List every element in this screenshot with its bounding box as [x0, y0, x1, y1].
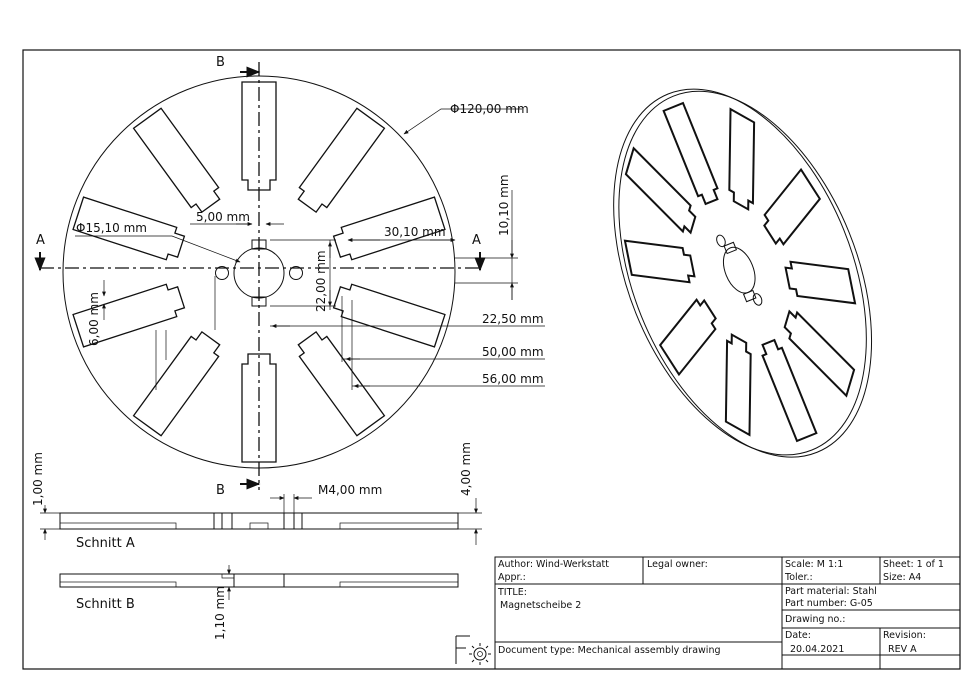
tb-part-number: Part number: G-05 [785, 598, 873, 609]
section-a-label: Schnitt A [76, 536, 135, 551]
magnet-slots [72, 81, 446, 463]
tb-drawing-no: Drawing no.: [785, 614, 845, 625]
iso-slot [664, 103, 722, 205]
iso-slot [761, 170, 820, 250]
tb-title: Magnetscheibe 2 [500, 600, 581, 611]
dim-thread: M4,00 mm [318, 483, 382, 497]
magnet-slot [297, 107, 386, 214]
dim-radius-mid: 50,00 mm [482, 345, 544, 359]
section-marker-b-bottom: B [216, 483, 225, 498]
dim-hole-diameter: Φ15,10 mm [76, 221, 147, 235]
iso-slot [729, 109, 754, 212]
magnet-slot [132, 107, 221, 214]
magnet-slot [72, 196, 186, 261]
dim-slot-gap: 5,00 mm [196, 210, 250, 224]
dim-radius-inner: 22,50 mm [482, 312, 544, 326]
iso-slot [783, 306, 854, 395]
section-b: Schnitt B 1,10 mm [59, 565, 459, 640]
hole-left [215, 266, 229, 280]
dim-step: 1,00 mm [31, 452, 45, 506]
tb-part-material: Part material: Stahl [785, 586, 877, 597]
tb-scale: Scale: M 1:1 [785, 559, 843, 570]
tb-toler: Toler.: [784, 572, 813, 583]
magnet-slot [332, 196, 446, 261]
iso-slot [626, 148, 697, 237]
tb-document-type: Document type: Mechanical assembly drawi… [498, 645, 721, 656]
iso-slot [660, 295, 719, 375]
tb-date: 20.04.2021 [790, 644, 844, 655]
dim-center-height: 22,00 mm [314, 250, 328, 312]
cad-logo-icon [455, 635, 491, 665]
tb-size: Size: A4 [883, 572, 921, 583]
isometric-view [613, 88, 873, 458]
magnet-slot [332, 283, 446, 348]
front-view: B B A A Φ120,00 mm Φ15,10 mm 5,00 mm 30,… [34, 55, 545, 498]
iso-slot [625, 241, 696, 283]
title-block: Author: Wind-Werkstatt Appr.: Legal owne… [455, 556, 961, 670]
section-b-label: Schnitt B [76, 597, 135, 612]
hole-right [289, 266, 303, 280]
tb-date-label: Date: [785, 630, 811, 641]
tb-revision: REV A [888, 644, 917, 655]
dim-small-width: 6,00 mm [87, 292, 101, 346]
dim-outer-diameter: Φ120,00 mm [450, 102, 529, 116]
iso-slot [759, 339, 817, 441]
tb-legal-owner: Legal owner: [647, 559, 708, 570]
section-marker-b-top: B [216, 55, 225, 70]
dim-radius-outer: 56,00 mm [482, 372, 544, 386]
sheet-border [22, 49, 961, 670]
dim-slot-length: 30,10 mm [384, 225, 446, 239]
tb-title-label: TITLE: [497, 587, 527, 598]
section-a: Schnitt A 1,00 mm 4,00 mm M4,00 mm [31, 442, 482, 551]
dim-thickness: 4,00 mm [459, 442, 473, 496]
section-marker-a-right: A [472, 233, 481, 248]
tb-revision-label: Revision: [883, 630, 926, 641]
dim-depth: 1,10 mm [213, 586, 227, 640]
iso-slot [784, 261, 855, 303]
magnet-slot [241, 353, 277, 463]
magnet-slot [132, 330, 221, 437]
tb-sheet: Sheet: 1 of 1 [883, 559, 944, 570]
magnet-slot [297, 330, 386, 437]
tb-appr: Appr.: [498, 572, 526, 583]
section-marker-a-left: A [36, 233, 45, 248]
iso-slot [726, 332, 751, 435]
tb-author: Author: Wind-Werkstatt [498, 559, 609, 570]
dim-slot-width: 10,10 mm [497, 174, 511, 236]
magnet-slot [241, 81, 277, 191]
